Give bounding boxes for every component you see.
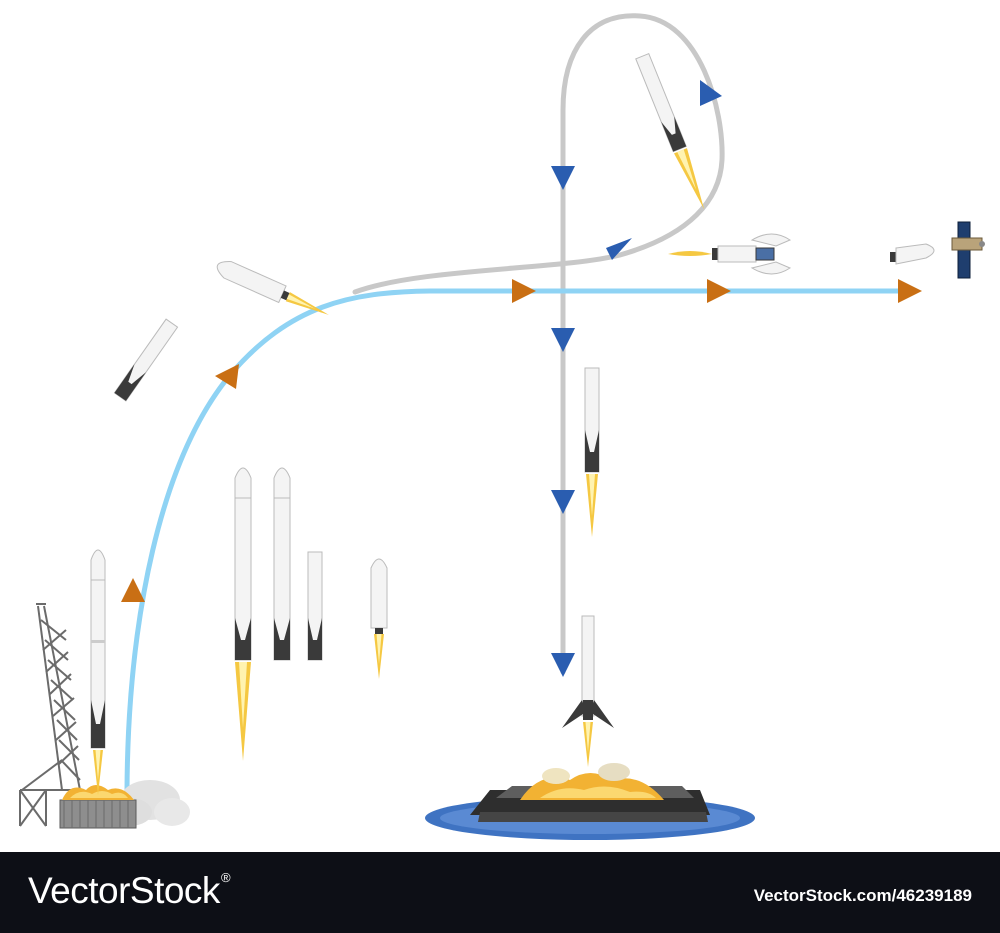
direction-arrow-icon [707, 279, 731, 303]
launch-tower-icon [19, 603, 82, 827]
booster-icon [584, 367, 600, 537]
satellite-icon [951, 221, 985, 279]
watermark-footer: VectorStock® VectorStock.com/46239189 [0, 852, 1000, 933]
direction-arrow-icon [551, 490, 575, 514]
second-stage-icon [370, 558, 388, 679]
direction-arrow-icon [551, 328, 575, 352]
rocket-icon [90, 549, 106, 795]
direction-arrow-icon [700, 80, 722, 106]
direction-arrow-icon [215, 364, 239, 389]
mission-trajectory-illustration [19, 13, 985, 840]
direction-arrow-icon [898, 279, 922, 303]
booster-icon [307, 551, 323, 661]
direction-arrow-icon [606, 238, 632, 260]
second-stage-icon [668, 233, 792, 275]
rocket-icon [273, 467, 291, 661]
ascent-path [124, 288, 913, 793]
rocket-icon [234, 467, 252, 761]
booster-return-path [352, 13, 725, 675]
direction-arrow-icon [512, 279, 536, 303]
brand-logo: VectorStock® [28, 870, 231, 911]
booster-icon [562, 615, 614, 767]
second-stage-icon [890, 243, 935, 265]
rocket-icon [113, 318, 179, 402]
second-stage-icon [216, 261, 332, 320]
direction-arrow-icon [551, 166, 575, 190]
image-id-url: VectorStock.com/46239189 [753, 886, 972, 905]
drone-ship-icon [425, 763, 755, 840]
direction-arrow-icon [551, 653, 575, 677]
booster-icon [635, 52, 711, 212]
direction-arrow-icon [121, 578, 145, 602]
